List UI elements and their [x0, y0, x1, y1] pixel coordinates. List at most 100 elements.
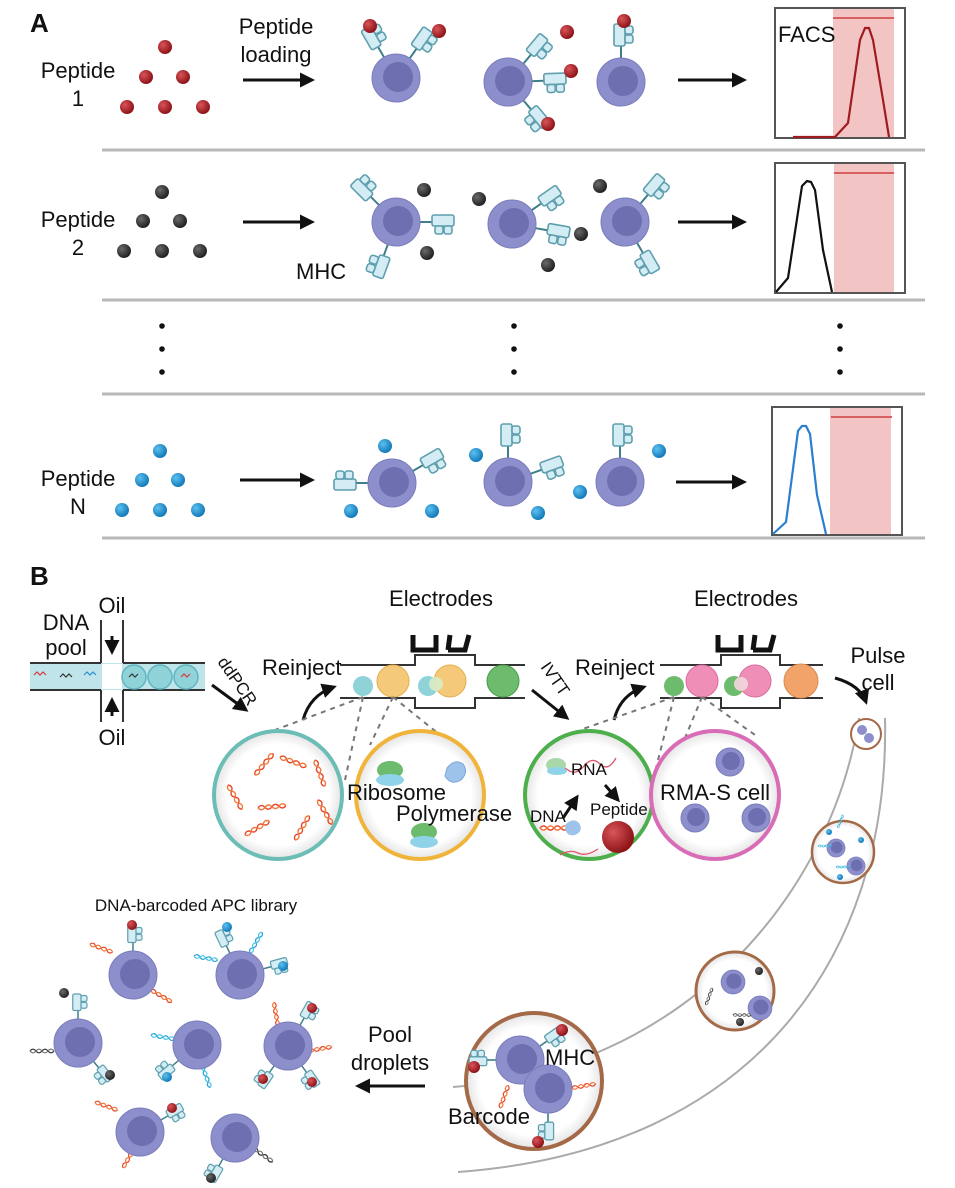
peptide-dot [155, 244, 169, 258]
peptide-2-number: 2 [72, 235, 84, 260]
polymerase-label: Polymerase [396, 801, 512, 826]
pulsed-droplet-black [694, 950, 776, 1032]
barcode-label: Barcode [448, 1104, 530, 1129]
merger-chip-1 [340, 634, 525, 709]
peptide-dot [173, 214, 187, 228]
ribosome-icon [376, 774, 404, 786]
peptide-icon [602, 821, 634, 853]
peptide-2-dots [117, 185, 207, 258]
peptide-n-dots [115, 444, 205, 517]
mhc-label-b: MHC [545, 1045, 595, 1070]
peptide-dot [593, 179, 607, 193]
peptide-dot [191, 503, 205, 517]
peptide-dot [135, 473, 149, 487]
peptide-dot [115, 503, 129, 517]
peptide-dot [541, 117, 555, 131]
apc-cell [359, 19, 446, 103]
peptide-n-label: Peptide [41, 466, 116, 491]
dna-pool-label-line1: DNA [43, 610, 90, 635]
peptide-dot [158, 40, 172, 54]
ddpcr-label: ddPCR [214, 653, 261, 709]
pulsed-droplet-small [850, 718, 882, 750]
panel-b-label: B [30, 561, 49, 591]
pool-label-line2: droplets [351, 1050, 429, 1075]
peptide-dot [469, 448, 483, 462]
apc-cell [595, 423, 645, 507]
peptide-label: Peptide [590, 800, 648, 819]
arrow-icon [531, 688, 570, 720]
pulse-label-line2: cell [861, 670, 894, 695]
apc-cell [483, 25, 578, 136]
histogram-curve [775, 179, 834, 293]
peptide-dot [363, 19, 377, 33]
ivtt-droplet-zoom [523, 729, 655, 861]
arrow-icon [301, 683, 337, 721]
reinject-label-2: Reinject [575, 655, 654, 680]
peptide-dot [541, 258, 555, 272]
apc-cell [487, 183, 572, 249]
panel-a-label: A [30, 8, 49, 38]
facs-gate [834, 164, 894, 292]
peptide-dot [652, 444, 666, 458]
peptide-dot [171, 473, 185, 487]
arrow-icon [612, 683, 647, 721]
ivtt-label: IVTT [537, 658, 574, 699]
peptide-dot [196, 100, 210, 114]
dna-pool-label-line2: pool [45, 635, 87, 660]
rma-s-droplet-zoom [649, 729, 781, 861]
dna-droplet-zoom [212, 729, 344, 861]
barcoded-apc [251, 1000, 333, 1093]
electrode-icon [750, 634, 777, 653]
apc-cell [349, 171, 455, 280]
apc-cell [600, 172, 673, 280]
oil-top-label: Oil [99, 593, 126, 618]
reinject-label-1: Reinject [262, 655, 341, 680]
peptide-dot [472, 192, 486, 206]
electrode-icon [445, 634, 472, 653]
peptide-1-label: Peptide [41, 58, 116, 83]
channel-wall [457, 717, 887, 1173]
ribosome-icon [377, 761, 403, 779]
barcoded-apc [193, 922, 291, 1000]
barcoded-apc [201, 1113, 275, 1184]
peptide-dot [139, 70, 153, 84]
peptide-dot [432, 24, 446, 38]
electrodes-label-2: Electrodes [694, 586, 798, 611]
electrode-icon [715, 635, 744, 653]
barcoded-apc [150, 1020, 222, 1089]
peptide-dot [573, 485, 587, 499]
mhc-label: MHC [296, 259, 346, 284]
ribosome-icon [411, 823, 437, 841]
peptide-loading-label-line2: loading [241, 42, 312, 67]
pulsed-droplet-red [464, 1011, 604, 1151]
barcoded-apc [29, 988, 115, 1088]
facs-histogram-1: FACS [774, 7, 906, 139]
peptide-dot [158, 100, 172, 114]
arrow-icon [834, 676, 870, 705]
peptide-dot [531, 506, 545, 520]
apc-cell [596, 14, 646, 107]
facs-histogram-n [771, 406, 903, 536]
ivtt-mix-droplet-zoom [354, 729, 486, 861]
peptide-dot [417, 183, 431, 197]
peptide-dot [574, 227, 588, 241]
peptide-dot [136, 214, 150, 228]
peptide-1-dots [120, 40, 210, 114]
peptide-dot [176, 70, 190, 84]
polymerase-icon [444, 761, 467, 783]
peptide-n-number: N [70, 494, 86, 519]
peptide-dot [155, 185, 169, 199]
peptide-dot [193, 244, 207, 258]
free-peptides [417, 179, 607, 272]
ribosome-label: Ribosome [347, 780, 446, 805]
peptide-dot [153, 444, 167, 458]
peptide-dot [378, 439, 392, 453]
barcoded-apc [93, 1099, 188, 1170]
apc-library [29, 920, 333, 1184]
peptide-dot [425, 504, 439, 518]
row-peptide-1: Peptide 1 Peptide loading [41, 7, 906, 139]
histogram-curve [772, 424, 828, 535]
facs-histogram-2 [774, 162, 906, 294]
library-title: DNA-barcoded APC library [95, 896, 298, 915]
